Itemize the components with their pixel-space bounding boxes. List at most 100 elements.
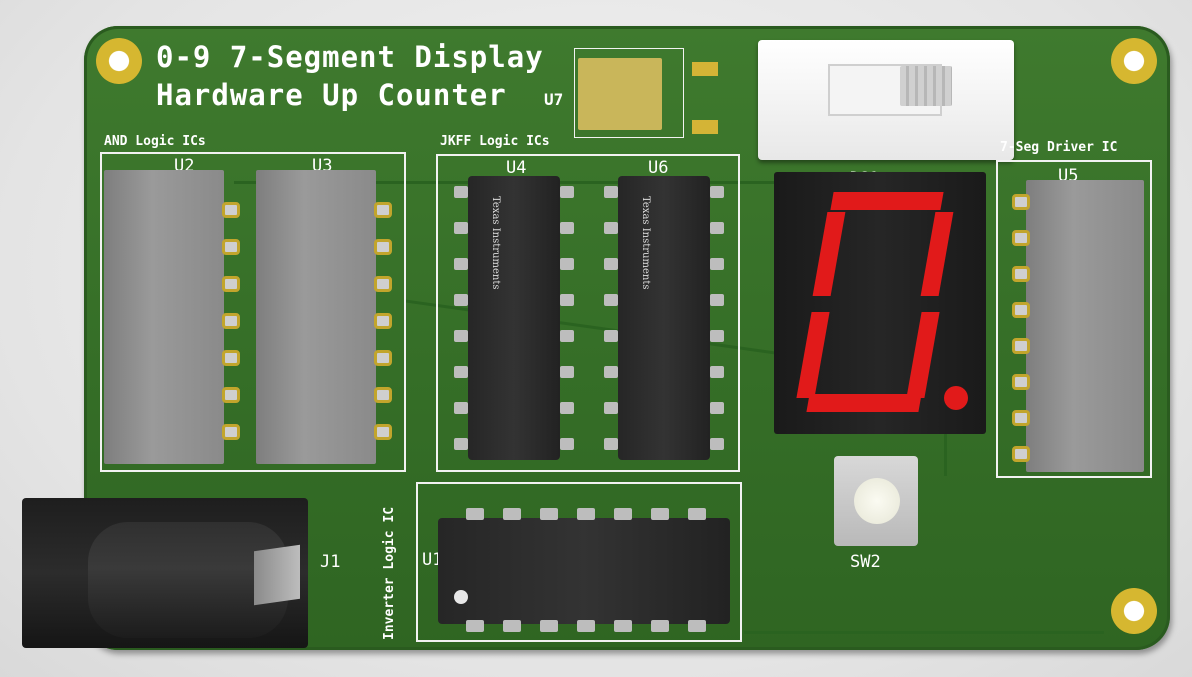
inverter-outline [416,482,742,642]
solder-pad [374,202,392,218]
solder-pad [1012,230,1030,246]
chip-pin [688,620,706,632]
ref-sw2: SW2 [850,552,881,572]
chip-pin [560,366,574,378]
chip-pin [710,258,724,270]
chip-pin [540,620,558,632]
push-button-sw2[interactable] [834,456,918,546]
u3-chip [256,170,376,464]
chip-pin [710,330,724,342]
board-title-line2: Hardware Up Counter [156,78,507,112]
chip-pin [560,294,574,306]
segment-dp [944,386,968,410]
chip-pin [688,508,706,520]
power-slide-switch[interactable] [758,40,1014,160]
solder-pad [374,276,392,292]
chip-pin [466,620,484,632]
driver-outline [996,160,1152,478]
ref-j1: J1 [320,552,341,572]
solder-pad [374,424,392,440]
u2-chip [104,170,224,464]
u5-chip [1026,180,1144,472]
chip-pin [577,508,595,520]
chip-pin [560,330,574,342]
chip-pin [454,366,468,378]
chip-pin [466,508,484,520]
solder-pad [222,350,240,366]
chip-pin [614,620,632,632]
jkff-logic-label: JKFF Logic ICs [440,134,550,149]
brand-line2: Instruments [490,227,501,290]
chip-pin [604,186,618,198]
chip-pin [614,508,632,520]
u7-pad-top [692,62,718,76]
chip-pin [604,438,618,450]
solder-pad [374,350,392,366]
board-title-line1: 0-9 7-Segment Display [156,40,544,74]
mounting-hole-bottom-right [1111,588,1157,634]
u6-brand: Texas Instruments [640,196,651,290]
solder-pad [374,387,392,403]
chip-pin [710,438,724,450]
u1-pin1-dot [454,590,468,604]
segment-f [812,212,846,296]
solder-pad [374,313,392,329]
chip-pin [560,186,574,198]
trace [744,631,1104,634]
chip-pin [604,330,618,342]
chip-pin [454,402,468,414]
solder-pad [1012,410,1030,426]
switch-knob[interactable] [900,66,952,106]
solder-pad [1012,302,1030,318]
chip-pin [577,620,595,632]
solder-pad [1012,266,1030,282]
brand-line2: Instruments [640,227,651,290]
solder-pad [222,202,240,218]
u7-pad-bottom [692,120,718,134]
solder-pad [222,239,240,255]
solder-pad [1012,194,1030,210]
chip-pin [710,402,724,414]
segment-a [830,192,944,210]
chip-pin [560,222,574,234]
chip-pin [454,222,468,234]
chip-pin [710,222,724,234]
mounting-hole-top-right [1111,38,1157,84]
chip-pin [503,508,521,520]
u1-chip [438,518,730,624]
segment-c [906,312,940,398]
jkff-logic-outline [436,154,740,472]
solder-pad [374,239,392,255]
seven-segment-display [774,172,986,434]
solder-pad [222,313,240,329]
chip-pin [560,258,574,270]
u4-brand: Texas Instruments [490,196,501,290]
and-logic-label: AND Logic ICs [104,134,206,149]
push-button-cap[interactable] [854,478,900,524]
chip-pin [710,294,724,306]
chip-pin [560,402,574,414]
chip-pin [651,508,669,520]
driver-label: 7-Seg Driver IC [1000,140,1118,155]
trace [234,181,894,184]
jack-contact [254,544,300,606]
chip-pin [503,620,521,632]
chip-pin [540,508,558,520]
mounting-hole-top-left [96,38,142,84]
inverter-label: Inverter Logic IC [382,506,397,640]
chip-pin [454,258,468,270]
solder-pad [1012,374,1030,390]
segment-d [806,394,922,412]
chip-pin [454,438,468,450]
chip-pin [604,294,618,306]
chip-pin [560,438,574,450]
u6-chip: Texas Instruments [618,176,710,460]
u4-chip: Texas Instruments [468,176,560,460]
chip-pin [454,330,468,342]
chip-pin [604,402,618,414]
ref-u4: U4 [506,158,527,178]
segment-e [796,312,830,398]
and-logic-outline [100,152,406,472]
segment-b [920,212,954,296]
brand-line1: Texas [490,196,501,225]
